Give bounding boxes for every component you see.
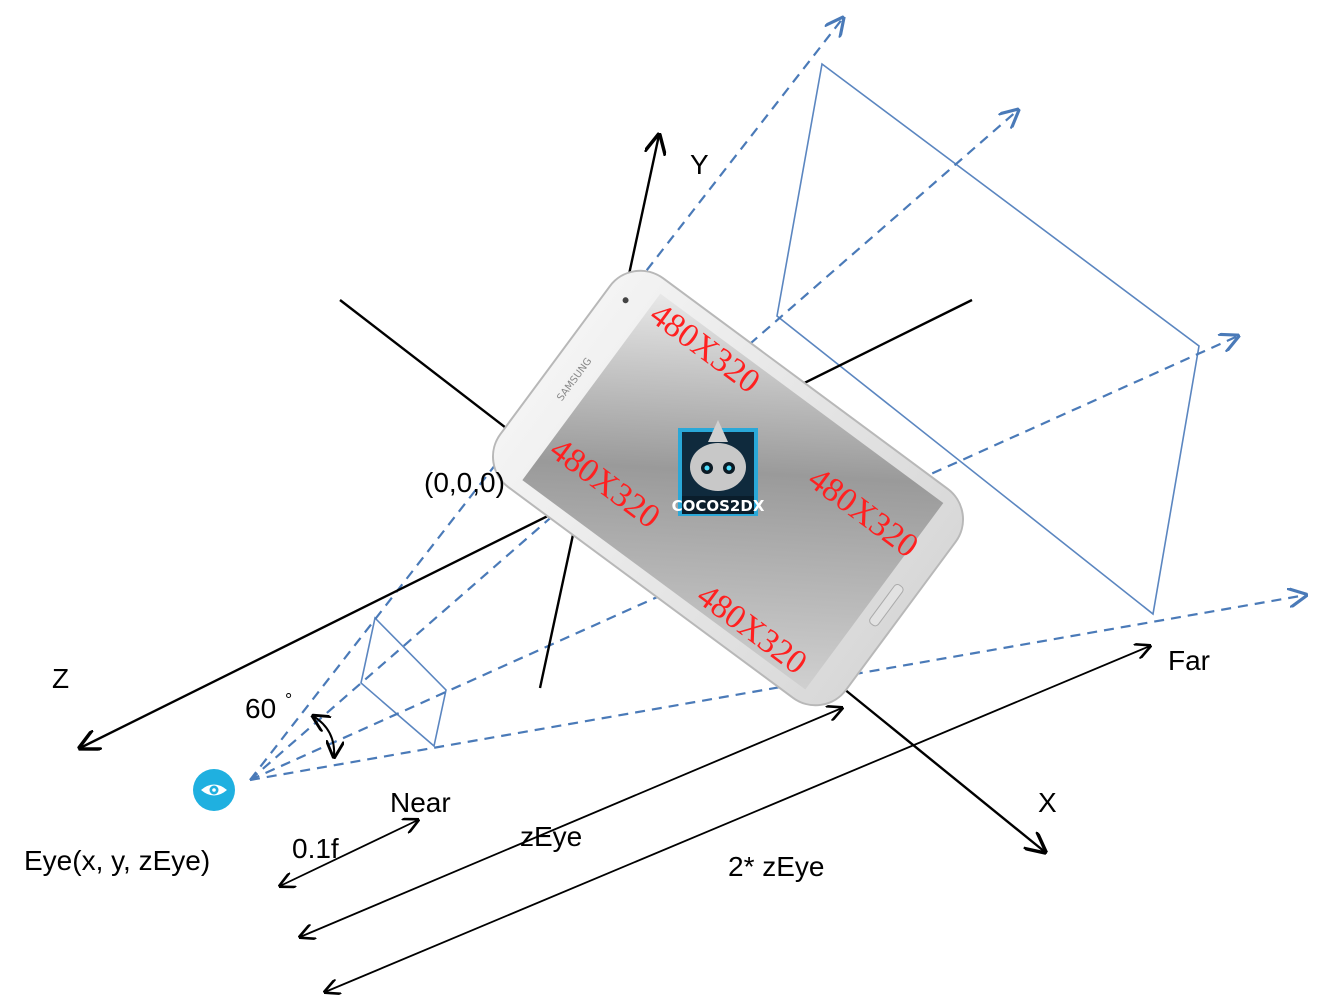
eye-icon [193, 769, 235, 811]
eye-label: Eye(x, y, zEye) [24, 845, 210, 876]
origin-label: (0,0,0) [424, 467, 505, 498]
eye-distance-label: zEye [520, 821, 582, 852]
near-distance-label: 0.1f [292, 833, 339, 864]
far-label: Far [1168, 645, 1210, 676]
logo-text: COCOS2DX [672, 497, 765, 515]
axis-y-label: Y [690, 149, 709, 180]
angle-label: 60 [245, 693, 276, 724]
distance-arrows [280, 646, 1150, 992]
near-label: Near [390, 787, 451, 818]
cocos-logo: COCOS2DX [672, 420, 765, 515]
axis-z-label: Z [52, 663, 69, 694]
far-distance-arrow [325, 646, 1150, 992]
degree-symbol: ° [285, 690, 292, 710]
axis-x-label: X [1038, 787, 1057, 818]
far-distance-label: 2* zEye [728, 851, 825, 882]
near-plane [361, 618, 446, 746]
